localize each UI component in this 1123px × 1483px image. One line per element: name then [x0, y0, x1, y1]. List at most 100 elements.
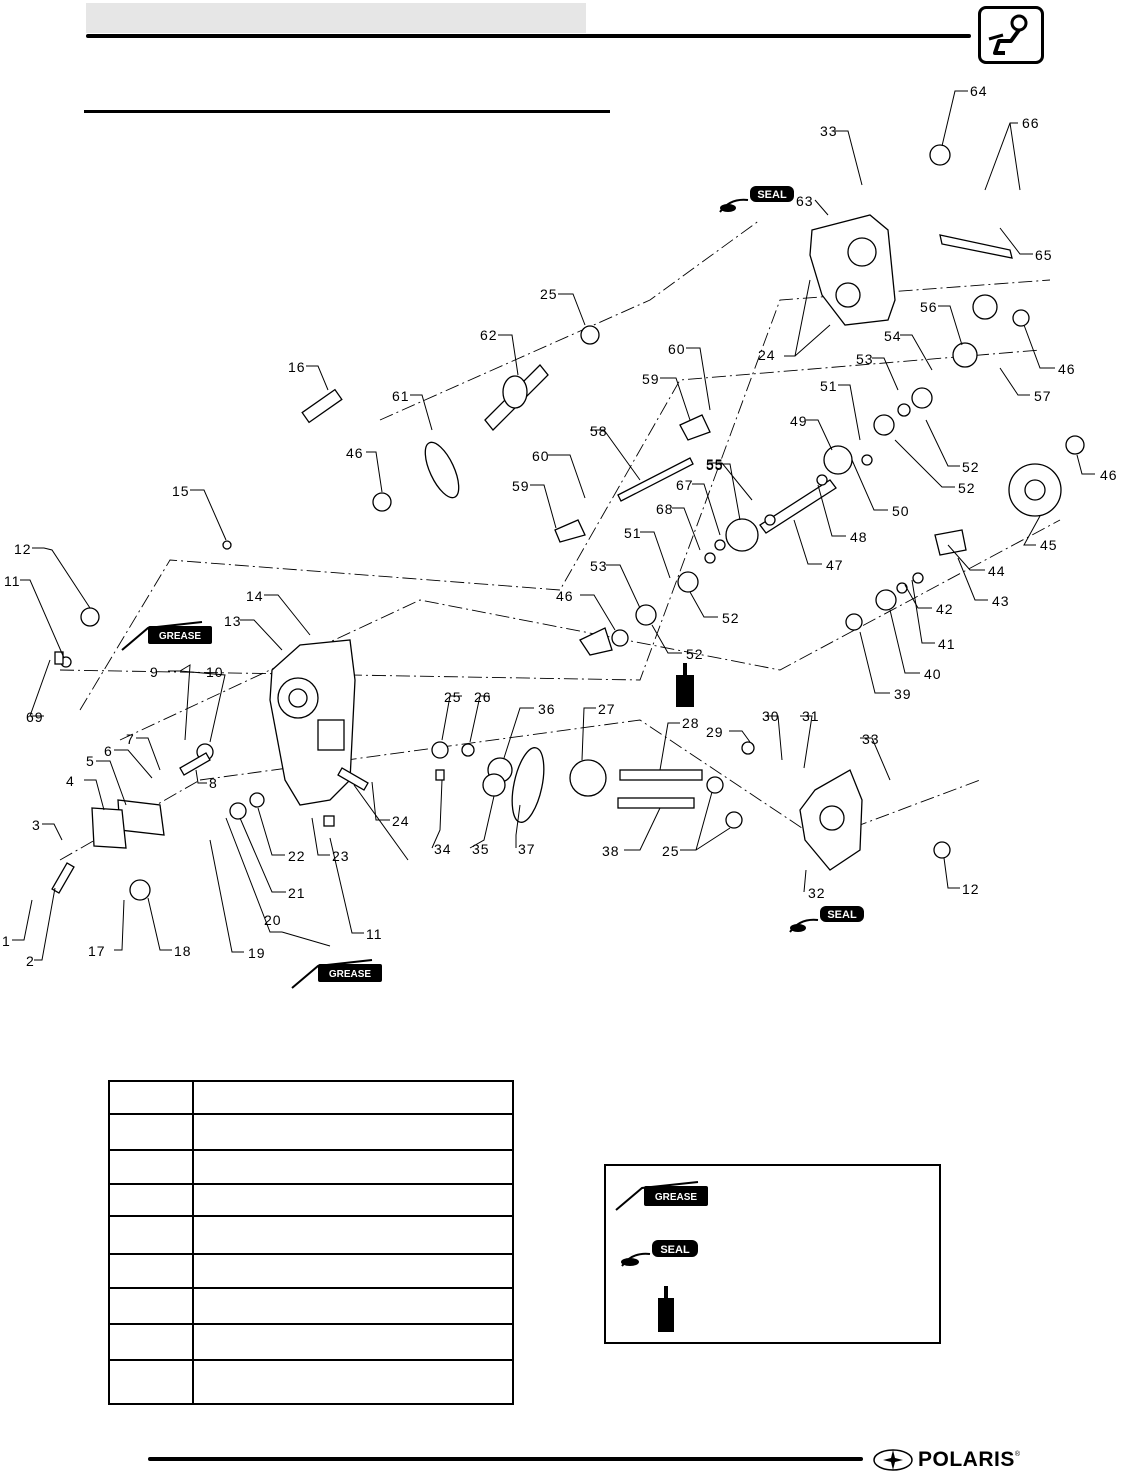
part-label: 60 — [668, 341, 686, 357]
part-label: 3 — [32, 817, 41, 833]
polaris-logo: POLARIS ® — [872, 1445, 1020, 1475]
table-row — [108, 1359, 514, 1405]
part-label: 11 — [366, 926, 383, 942]
legend-grease-label: GREASE — [655, 1192, 698, 1203]
part-label: 12 — [14, 541, 32, 557]
table-cell — [108, 1183, 194, 1217]
part-label: 8 — [209, 775, 218, 791]
part-label: 24 — [758, 347, 776, 363]
table-cell — [108, 1253, 194, 1289]
part-label: 29 — [706, 724, 724, 740]
table-row — [108, 1215, 514, 1255]
part-label: 22 — [288, 848, 306, 864]
part-label: 58 — [590, 423, 608, 439]
gears — [482, 144, 1085, 797]
registered-mark: ® — [1014, 1451, 1021, 1458]
chain-37 — [511, 747, 545, 823]
part-label: 59 — [642, 371, 660, 387]
part-label: 56 — [920, 299, 938, 315]
part-label: 59 — [512, 478, 530, 494]
part-label: 46 — [1100, 467, 1118, 483]
brand-name: POLARIS — [918, 1448, 1015, 1471]
part-label: 1 — [2, 933, 11, 949]
table-cell — [108, 1149, 194, 1185]
table-cell — [192, 1080, 514, 1115]
table-cell — [108, 1323, 194, 1361]
part-label: 36 — [538, 701, 556, 717]
seal-callout-upper: SEAL — [719, 186, 794, 213]
output-shaft-28 — [619, 769, 703, 781]
grease-callout-upper: GREASE — [121, 621, 212, 651]
part-label: 46 — [1058, 361, 1076, 377]
part-label: 2 — [26, 953, 35, 969]
part-label: 4 — [66, 773, 75, 789]
part-label: 11 — [4, 573, 21, 589]
part-label: 14 — [246, 588, 264, 604]
table-cell — [108, 1359, 194, 1405]
part-label: 35 — [472, 841, 490, 857]
table-row — [108, 1253, 514, 1289]
part-label: 12 — [962, 881, 980, 897]
table-row — [108, 1080, 514, 1115]
part-label: 31 — [802, 708, 820, 724]
part-label: 9 — [150, 664, 159, 680]
part-label: 5 — [86, 753, 95, 769]
part-label: 51 — [820, 378, 838, 394]
callout-labels: 64 66 33 63 65 25 62 56 54 53 46 57 16 6… — [2, 83, 1118, 969]
part-label: 25 — [540, 286, 558, 302]
part-label: 55 — [706, 456, 724, 472]
svg-text:GREASE: GREASE — [159, 631, 202, 642]
shaft-47 — [759, 479, 837, 534]
part-label: 69 — [26, 709, 44, 725]
part-label: 40 — [924, 666, 942, 682]
part-label: 38 — [602, 843, 620, 859]
part-label: 27 — [598, 701, 616, 717]
part-label: 51 — [624, 525, 642, 541]
part-label: 24 — [392, 813, 410, 829]
part-label: 57 — [1034, 388, 1052, 404]
part-label: 7 — [126, 731, 135, 747]
transmission-section-icon — [978, 6, 1044, 64]
loctite-bottle-icon — [676, 663, 694, 707]
part-label: 42 — [936, 601, 954, 617]
part-label: 21 — [288, 885, 306, 901]
table-cell — [192, 1215, 514, 1255]
part-label: 30 — [762, 708, 780, 724]
shift-fork-lower — [554, 519, 586, 543]
part-label: 17 — [88, 943, 106, 959]
part-label: 46 — [556, 588, 574, 604]
legend-seal-label: SEAL — [660, 1244, 690, 1256]
table-row — [108, 1287, 514, 1325]
table-cell — [192, 1287, 514, 1325]
part-label: 23 — [332, 848, 350, 864]
shift-rod — [617, 457, 694, 502]
table-cell — [108, 1080, 194, 1115]
table-cell — [108, 1215, 194, 1255]
section-title-rule — [84, 110, 610, 113]
part-label: 62 — [480, 327, 498, 343]
table-row — [108, 1113, 514, 1151]
part-label: 26 — [474, 689, 492, 705]
svg-text:SEAL: SEAL — [827, 909, 857, 921]
gearcase-cover — [809, 214, 896, 326]
part-label: 33 — [862, 731, 880, 747]
part-label: 33 — [820, 123, 838, 139]
output-cover — [799, 769, 863, 871]
part-label: 49 — [790, 413, 808, 429]
torque-spec-table — [108, 1080, 514, 1405]
part-label: 28 — [682, 715, 700, 731]
table-cell — [108, 1287, 194, 1325]
part-label: 34 — [434, 841, 452, 857]
part-label: 63 — [796, 193, 814, 209]
part-label: 16 — [288, 359, 306, 375]
loctite-icon — [658, 1286, 674, 1332]
part-label: 37 — [518, 841, 536, 857]
table-row — [108, 1323, 514, 1361]
table-cell — [108, 1113, 194, 1151]
footer-rule — [148, 1457, 863, 1461]
part-label: 6 — [104, 743, 113, 759]
table-cell — [192, 1323, 514, 1361]
svg-text:GREASE: GREASE — [329, 969, 372, 980]
compass-star-icon — [873, 1449, 913, 1471]
table-cell — [192, 1253, 514, 1289]
